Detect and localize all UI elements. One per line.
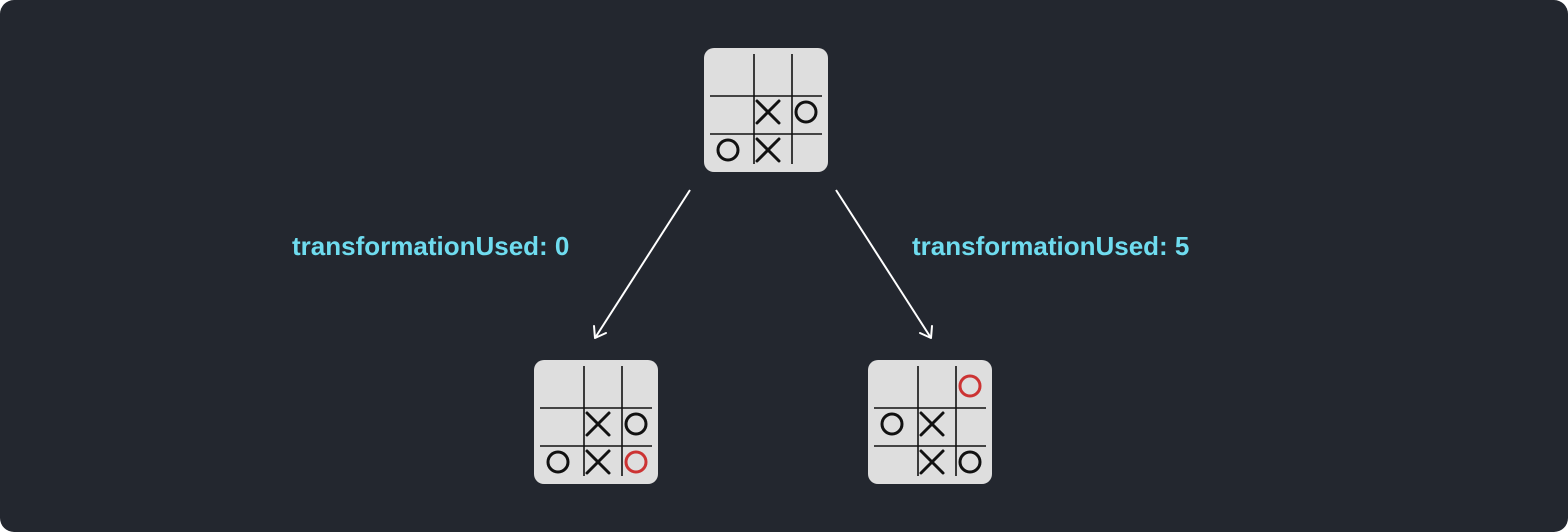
o-mark (880, 412, 904, 436)
o-mark (794, 100, 818, 124)
x-mark (755, 99, 781, 125)
o-mark (624, 412, 648, 436)
edge-label-left: transformationUsed: 0 (292, 231, 570, 261)
o-mark-new (958, 374, 982, 398)
x-mark (585, 411, 611, 437)
arrow-right (835, 189, 933, 339)
board-grid (874, 366, 986, 476)
edge-label-right: transformationUsed: 5 (912, 231, 1190, 261)
o-mark-new (624, 450, 648, 474)
o-mark (546, 450, 570, 474)
x-mark (585, 449, 611, 475)
board-root (704, 48, 828, 172)
x-mark (755, 137, 781, 163)
board-child-left (534, 360, 658, 484)
x-mark (919, 449, 945, 475)
x-mark (919, 411, 945, 437)
arrow-left (593, 189, 691, 339)
board-grid (710, 54, 822, 164)
o-mark (716, 138, 740, 162)
board-child-right (868, 360, 992, 484)
board-grid (540, 366, 652, 476)
o-mark (958, 450, 982, 474)
